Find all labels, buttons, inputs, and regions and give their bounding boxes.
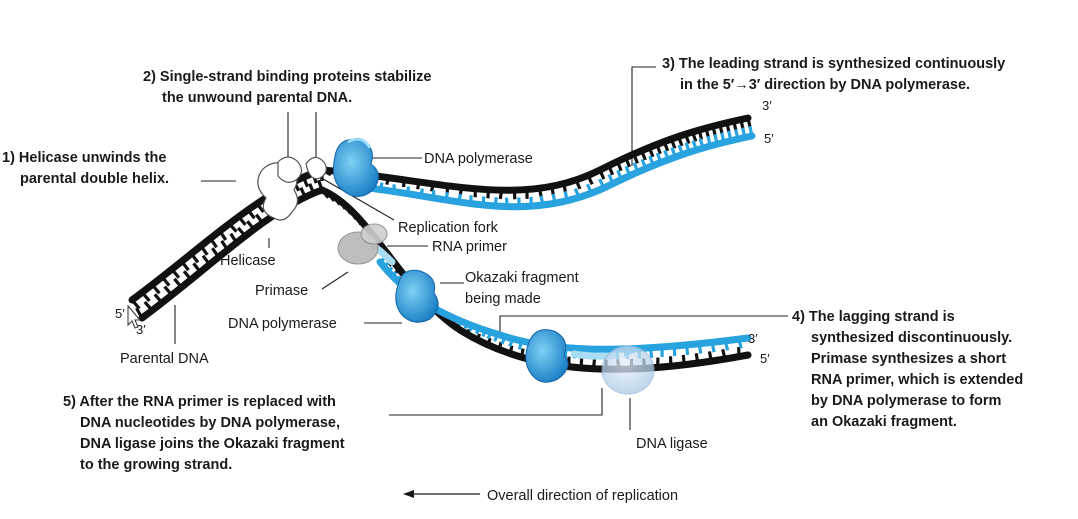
step-4-text: 4) The lagging strand is synthesized dis… (792, 309, 1027, 430)
parental-strand-lower (138, 186, 326, 322)
polymerase-highlight (347, 137, 372, 149)
parental-strand-upper (128, 166, 326, 304)
step-1-text: 1) Helicase unwinds the parental double … (2, 150, 170, 187)
step-2-text: 2) Single-strand binding proteins stabil… (143, 69, 435, 106)
dna-polymerase-okazaki-icon (525, 329, 569, 383)
dna-strands (128, 114, 756, 373)
primase-subunit-icon (360, 223, 388, 245)
end-lagging-5: 5′ (760, 351, 770, 366)
step-5-text: 5) After the RNA primer is replaced with… (63, 394, 349, 473)
step-3-text: 3) The leading strand is synthesized con… (662, 56, 1009, 93)
label-primase: Primase (255, 283, 308, 299)
label-dna-ligase: DNA ligase (636, 436, 708, 452)
label-parental-dna: Parental DNA (120, 351, 209, 367)
end-leading-5: 5′ (764, 131, 774, 146)
end-parental-3: 3′ (136, 322, 146, 337)
leading-template-strand (318, 114, 752, 194)
label-dna-polymerase-top: DNA polymerase (424, 151, 533, 167)
end-leading-3: 3′ (762, 98, 772, 113)
label-helicase: Helicase (220, 253, 276, 269)
dna-polymerase-lagging-icon (395, 269, 439, 323)
label-okazaki-fragment: Okazaki fragment being made (465, 270, 583, 307)
dna-ligase-icon (601, 345, 655, 395)
direction-arrow (403, 490, 480, 498)
ssb-protein-icon (305, 156, 327, 180)
leading-new-strand (348, 132, 756, 211)
proteins (257, 137, 655, 395)
end-parental-5: 5′ (115, 306, 125, 321)
dna-polymerase-leading-icon (332, 138, 379, 197)
mouse-cursor-icon (127, 304, 142, 329)
label-rna-primer: RNA primer (432, 239, 507, 255)
end-lagging-3: 3′ (748, 331, 758, 346)
label-dna-polymerase-left: DNA polymerase (228, 316, 337, 332)
leader-lines (174, 66, 788, 430)
label-replication-fork: Replication fork (398, 220, 499, 236)
ssb-protein-icon (277, 156, 303, 183)
label-overall-direction: Overall direction of replication (487, 488, 678, 504)
